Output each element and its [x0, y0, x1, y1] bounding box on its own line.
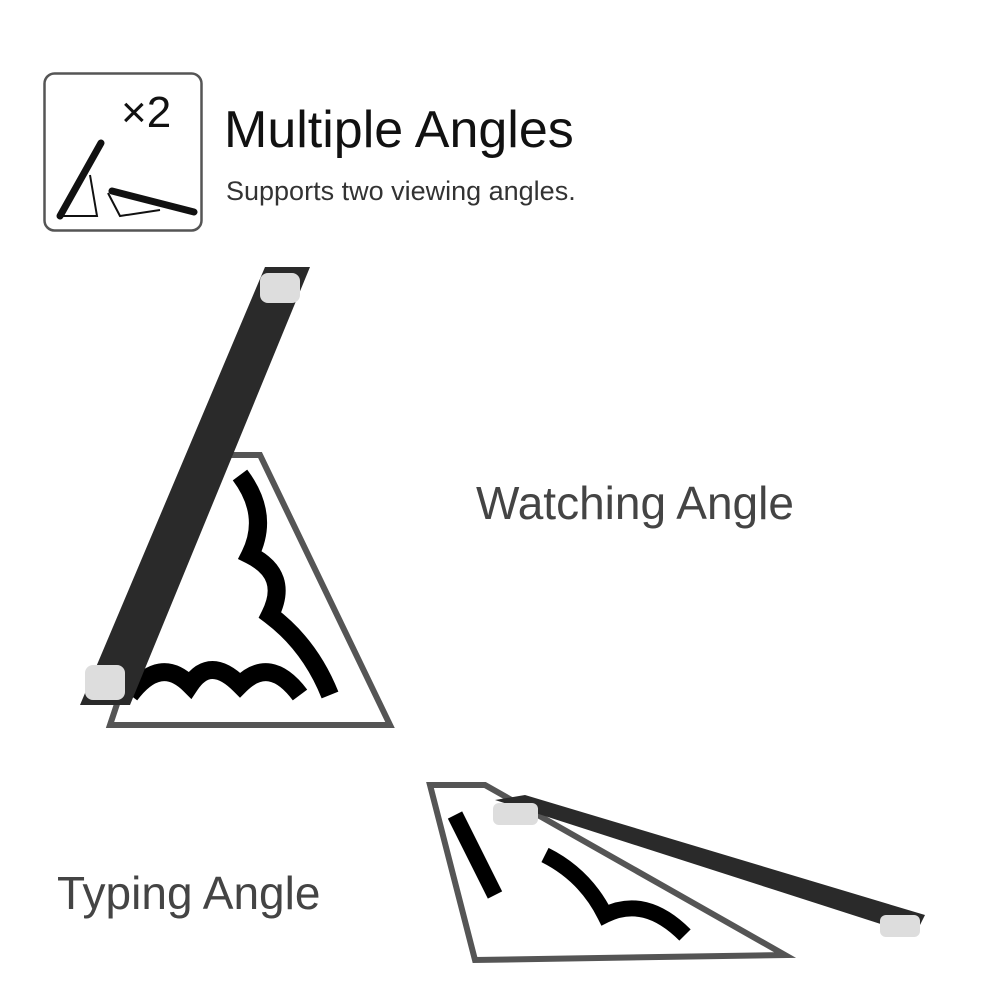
typing-angle-label: Typing Angle	[57, 867, 321, 919]
typing-angle-product-image	[426, 782, 925, 964]
page-subtitle: Supports two viewing angles.	[226, 176, 576, 206]
page-title: Multiple Angles	[224, 101, 574, 159]
multiple-angles-icon: ×2	[43, 72, 203, 232]
icon-label: ×2	[121, 88, 171, 137]
watching-angle-product-image	[80, 267, 395, 728]
watching-angle-label: Watching Angle	[476, 477, 794, 529]
